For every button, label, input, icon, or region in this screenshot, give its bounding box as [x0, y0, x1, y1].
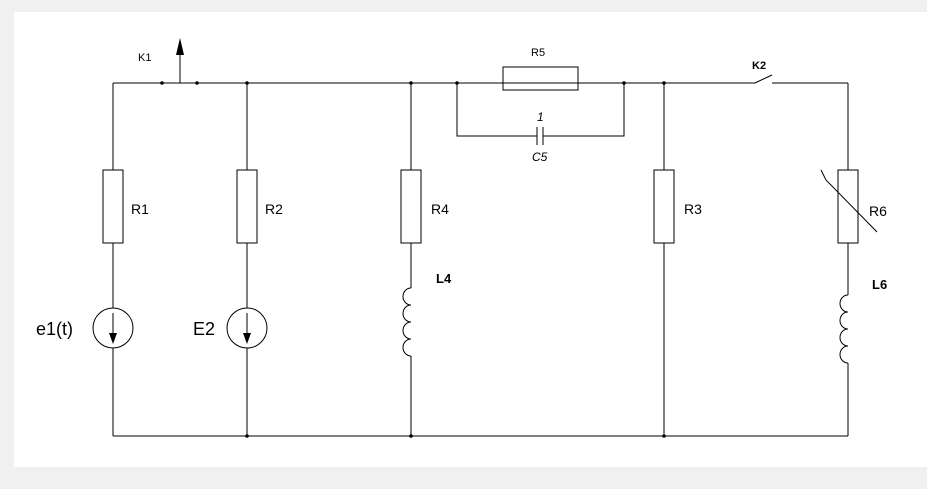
k2-label: K2: [752, 60, 766, 72]
r5-label: R5: [531, 47, 545, 59]
e1-label: e1(t): [36, 319, 73, 339]
l6-label: L6: [872, 277, 887, 292]
r4-label: R4: [431, 201, 449, 217]
e2-label: E2: [193, 319, 215, 339]
branch-4: [400, 81, 422, 438]
k1-arrow-icon: [176, 38, 184, 55]
branch-6: [820, 83, 878, 436]
branch-3: [653, 81, 675, 438]
inductor-l4: [402, 287, 412, 357]
nonlinear-marker-icon: [820, 169, 878, 233]
r1-label: R1: [131, 201, 149, 217]
branch-2: [226, 81, 268, 438]
r2-label: R2: [265, 201, 283, 217]
switch-k2: [754, 74, 773, 84]
r3-label: R3: [684, 201, 702, 217]
c5-label: C5: [532, 150, 548, 164]
r5-c5-parallel: [455, 66, 626, 145]
c5-index-label: 1: [537, 110, 544, 124]
switch-k1: [160, 38, 199, 85]
l4-label: L4: [436, 271, 452, 286]
resistor-r5: [502, 66, 579, 91]
r6-label: R6: [869, 203, 887, 219]
branch-1: [92, 83, 134, 436]
drawing-area: [14, 12, 927, 467]
k1-label: K1: [138, 52, 151, 64]
inductor-l6: [839, 294, 849, 364]
